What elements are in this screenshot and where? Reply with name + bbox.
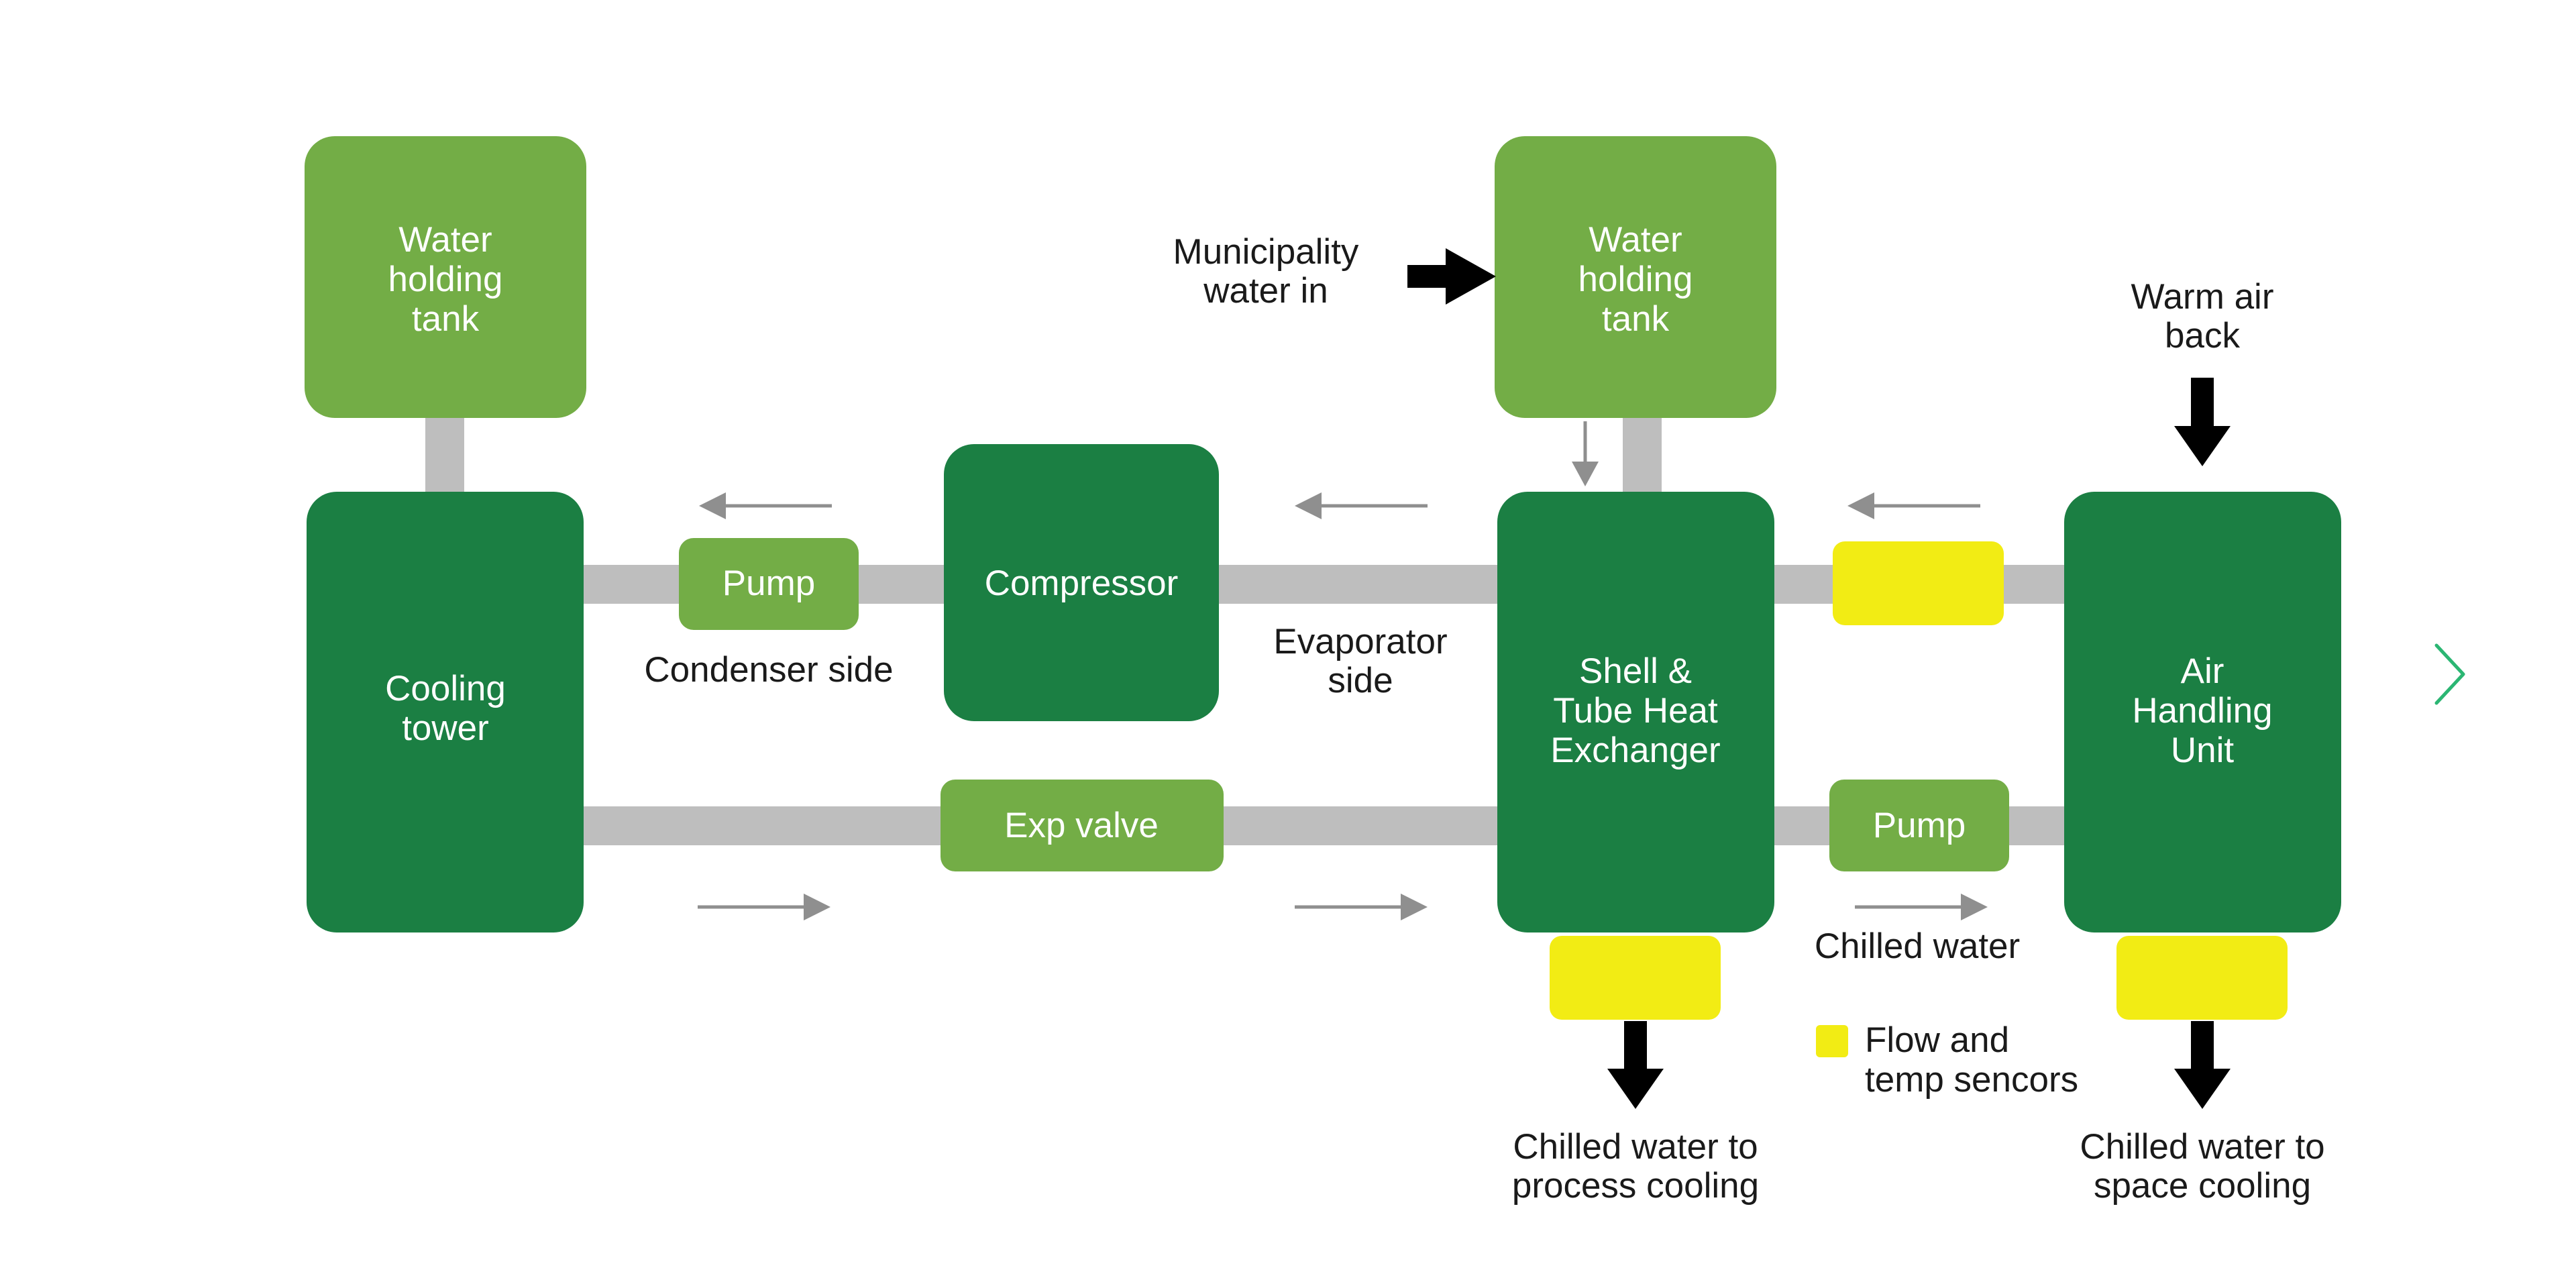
cooling-tower: Cooling tower <box>307 492 584 932</box>
pipe-right-tank-to-exchanger <box>1623 416 1662 496</box>
pipe-bottom-left <box>584 806 959 845</box>
legend-sensor-swatch <box>1816 1025 1848 1057</box>
label-municipality-line-2: water in <box>1203 271 1328 311</box>
flow-arrows <box>698 421 1988 920</box>
sensor-top-right-pipe <box>1833 541 2004 625</box>
ahu-line-3: Unit <box>2171 731 2235 770</box>
cooling-tower-line-2: tower <box>402 708 489 748</box>
shell-tube-heat-exchanger: Shell & Tube Heat Exchanger <box>1497 492 1774 932</box>
heat-exchanger-line-2: Tube Heat <box>1553 691 1718 731</box>
pipe-top-middle <box>1214 565 1509 604</box>
chevron-right-icon <box>2434 643 2465 705</box>
arrow-right-condenser <box>698 894 830 920</box>
tank-right-line-3: tank <box>1602 299 1670 339</box>
label-process-cooling-line-2: process cooling <box>1512 1166 1759 1206</box>
arrow-space-cooling-out <box>2174 1021 2231 1109</box>
label-chilled-water: Chilled water <box>1815 926 2020 966</box>
air-handling-unit: Air Handling Unit <box>2064 492 2341 932</box>
arrow-left-ahu-return <box>1847 492 1980 519</box>
arrow-down-tank-to-exchanger <box>1572 421 1599 486</box>
label-condenser-side: Condenser side <box>644 650 893 690</box>
label-space-cooling-line-2: space cooling <box>2094 1166 2311 1206</box>
exp-valve: Exp valve <box>941 780 1224 871</box>
heat-exchanger-line-1: Shell & <box>1579 651 1692 691</box>
tank-left-line-1: Water <box>398 220 492 260</box>
ahu-line-1: Air <box>2181 651 2224 691</box>
label-municipality-line-1: Municipality <box>1173 232 1359 272</box>
arrow-process-cooling-out <box>1607 1021 1664 1109</box>
heat-exchanger-line-3: Exchanger <box>1550 731 1720 770</box>
pump-condenser-label: Pump <box>722 564 815 603</box>
label-warm-air-line-2: back <box>2165 316 2240 356</box>
compressor-label: Compressor <box>985 564 1179 603</box>
pipe-bottom-middle <box>1214 806 1509 845</box>
legend-sensor-line-1: Flow and <box>1865 1020 2009 1060</box>
arrow-warm-air-in <box>2174 378 2231 466</box>
arrow-right-evaporator <box>1295 894 1428 920</box>
pump-chilled-water: Pump <box>1829 780 2009 871</box>
label-evaporator-side-line-2: side <box>1328 661 1393 700</box>
water-holding-tank-right: Water holding tank <box>1495 136 1776 418</box>
cooling-tower-line-1: Cooling <box>385 669 506 708</box>
pipes <box>425 416 2070 845</box>
pump-condenser-side: Pump <box>679 538 859 630</box>
tank-left-line-3: tank <box>412 299 480 339</box>
label-warm-air-line-1: Warm air <box>2131 277 2274 317</box>
tank-right-line-2: holding <box>1578 260 1693 299</box>
arrow-left-evaporator <box>1295 492 1428 519</box>
next-slide-button[interactable] <box>2422 631 2475 711</box>
water-holding-tank-left: Water holding tank <box>305 136 586 418</box>
label-process-cooling-line-1: Chilled water to <box>1513 1127 1758 1167</box>
label-space-cooling-line-1: Chilled water to <box>2080 1127 2324 1167</box>
sensor-below-ahu <box>2116 936 2288 1020</box>
exp-valve-label: Exp valve <box>1004 806 1159 845</box>
sensors <box>1550 541 2288 1020</box>
sensor-below-exchanger <box>1550 936 1721 1020</box>
legend-sensor-line-2: temp sencors <box>1865 1060 2078 1100</box>
pump-chilled-label: Pump <box>1873 806 1966 845</box>
tank-right-line-1: Water <box>1589 220 1682 260</box>
compressor: Compressor <box>944 444 1219 721</box>
legend: Flow and temp sencors <box>1816 1020 2078 1100</box>
arrow-right-chilled-water <box>1855 894 1988 920</box>
ahu-line-2: Handling <box>2132 691 2272 731</box>
tank-left-line-2: holding <box>388 260 503 299</box>
arrow-municipality-in <box>1407 248 1496 305</box>
label-evaporator-side-line-1: Evaporator <box>1273 622 1447 661</box>
arrow-left-condenser <box>699 492 832 519</box>
pipe-left-tank-to-tower <box>425 416 464 496</box>
io-arrows <box>1407 248 2231 1109</box>
